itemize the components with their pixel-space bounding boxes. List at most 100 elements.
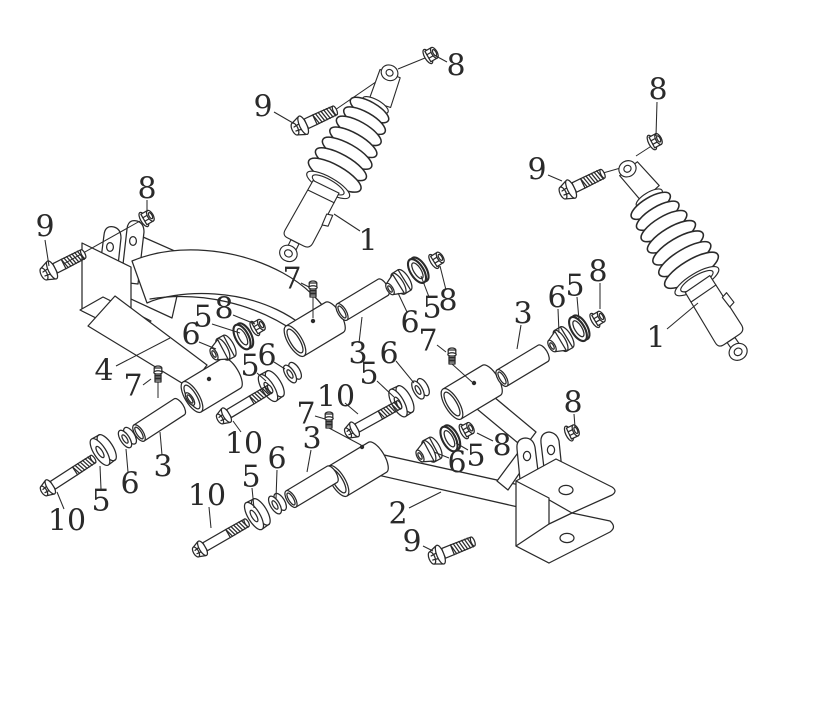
hex-bolt [555, 163, 610, 204]
leader-line [44, 239, 50, 267]
callout-label-8: 8 [563, 386, 582, 421]
callout-label-8: 8 [438, 284, 457, 319]
upper-a-arm [87, 249, 351, 417]
spacer-sleeve [129, 395, 189, 444]
leader-line [256, 372, 267, 382]
callout-label-2: 2 [388, 497, 407, 532]
hole-dot [206, 376, 212, 382]
callout-label-5: 5 [466, 439, 485, 474]
callout-label-9: 9 [402, 525, 421, 560]
callout-label-8: 8 [214, 292, 233, 327]
callout-label-7: 7 [282, 262, 301, 297]
small-washer [408, 375, 433, 402]
large-washer [85, 430, 121, 469]
shock-absorber [259, 52, 426, 277]
leader-line [395, 360, 415, 384]
hardware [36, 43, 666, 570]
callout-label-3: 3 [513, 297, 532, 332]
callout-label-8: 8 [588, 255, 607, 290]
spacer-sleeve [281, 463, 342, 510]
hole-dot [359, 444, 365, 450]
leader-lines [44, 54, 699, 552]
screw-axis-line [451, 363, 473, 383]
set-screw [308, 280, 318, 298]
leader-line [300, 282, 310, 288]
set-screw [153, 365, 163, 383]
bolt-axis-line [397, 57, 426, 70]
leader-line [358, 316, 363, 344]
leader-line [273, 361, 286, 370]
callout-label-5: 5 [359, 357, 378, 392]
callout-label-9: 9 [35, 210, 54, 245]
leader-line [516, 324, 522, 350]
callout-label-9: 9 [527, 153, 546, 188]
leader-line [275, 469, 278, 500]
callout-label-8: 8 [137, 172, 156, 207]
callout-label-6: 6 [400, 306, 419, 341]
callout-label-1: 1 [646, 321, 665, 356]
callout-label-1: 1 [358, 224, 377, 259]
leader-line [557, 308, 560, 334]
leader-line [211, 323, 241, 334]
long-hex-bolt [189, 514, 253, 562]
long-hex-bolt [36, 450, 100, 500]
spacer-sleeve [492, 342, 553, 389]
hole-dot [310, 318, 316, 324]
callout-label-10: 10 [48, 504, 86, 539]
callout-label-3: 3 [348, 337, 367, 372]
callout-label-8: 8 [492, 429, 511, 464]
callout-label-7: 7 [296, 397, 315, 432]
bracket-hole [559, 532, 575, 544]
leader-line [56, 491, 65, 510]
leader-line [376, 380, 395, 398]
callout-label-6: 6 [181, 318, 200, 353]
callout-label-5: 5 [241, 460, 260, 495]
leader-line [655, 101, 658, 137]
leader-line [142, 378, 152, 386]
leader-line [115, 337, 171, 367]
leader-line [576, 296, 580, 321]
shock-absorber [598, 144, 772, 375]
leader-line [666, 302, 699, 330]
callout-label-8: 8 [648, 73, 667, 108]
leader-line [408, 491, 442, 509]
shock-absorber-front [259, 52, 423, 277]
leader-line [125, 448, 129, 473]
callout-label-6: 6 [547, 281, 566, 316]
bracket-tab-hole [522, 450, 532, 462]
leader-line [251, 487, 255, 509]
shock-absorber-rear [598, 144, 772, 375]
callout-label-3: 3 [302, 422, 321, 457]
leader-line [573, 413, 576, 428]
flange-nut [587, 307, 609, 330]
callout-label-6: 6 [267, 442, 286, 477]
callout-label-5: 5 [240, 349, 259, 384]
flange-nut [562, 421, 583, 443]
leader-line [159, 431, 163, 456]
leader-line [232, 314, 256, 325]
leader-line [344, 402, 359, 415]
bracket-hole [558, 484, 574, 496]
callout-label-7: 7 [418, 324, 437, 359]
leader-line [397, 292, 408, 313]
leader-line [455, 442, 469, 451]
callout-label-6: 6 [257, 339, 276, 374]
flange-nut [426, 248, 448, 271]
callout-label-9: 9 [253, 90, 272, 125]
leader-line [436, 344, 447, 353]
hole-dot [471, 380, 477, 386]
hex-bolt [424, 530, 479, 570]
leader-line [232, 420, 242, 433]
leader-line [547, 174, 563, 182]
set-screw [447, 347, 457, 365]
bolt-axis-line [59, 220, 141, 267]
leader-line [208, 506, 212, 529]
flange-nut [420, 43, 442, 66]
callout-label-5: 5 [422, 291, 441, 326]
callout-label-6: 6 [447, 446, 466, 481]
bracket-tab-hole [128, 235, 138, 247]
leader-line [333, 213, 361, 232]
